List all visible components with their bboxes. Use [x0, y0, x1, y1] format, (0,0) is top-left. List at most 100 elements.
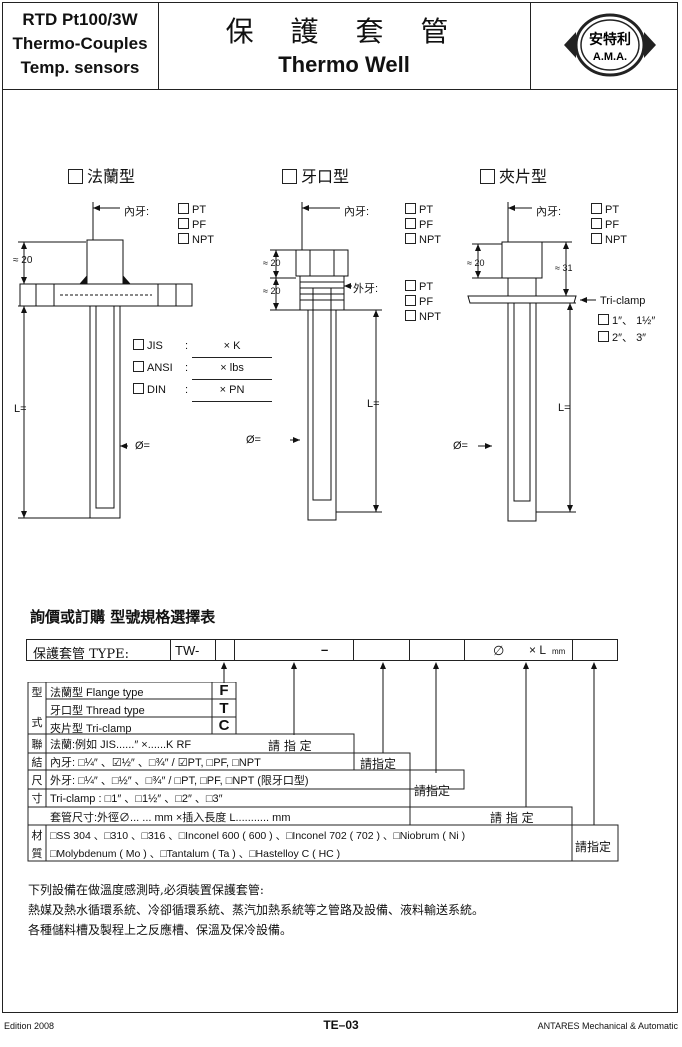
spec-table-grid — [27, 682, 619, 862]
conn-side-char-4: 寸 — [31, 792, 43, 805]
clamp-size-row-2[interactable]: 2″、 3″ — [598, 330, 655, 347]
inner-thread-option[interactable]: 內牙: □¼″ 、☑½″ 、□¾″ / ☑PT, □PF, □NPT — [50, 757, 261, 769]
flange-thread-options: PT PF NPT — [178, 203, 214, 248]
order-arrows — [221, 662, 597, 825]
type-heading-clamp: 夾片型 — [480, 163, 547, 187]
note-line-2: 熱媒及熱水循環系統、冷卻循環系統、蒸汽加熱系統等之管路及設備、液料輸送系統。 — [28, 903, 485, 917]
thread-inner-pt-option[interactable]: PT — [405, 203, 441, 218]
flange-length-label: L= — [14, 403, 27, 415]
header-divider-left — [158, 2, 159, 90]
type-prefix-cell: TW- — [170, 640, 231, 660]
thread-outer-pf-option[interactable]: PF — [405, 295, 441, 310]
logo-text-zh: 安特利 — [589, 31, 631, 47]
flange-type-option[interactable]: 法蘭型 Flange type — [50, 687, 144, 699]
material-slot[interactable] — [572, 640, 619, 660]
flange-standard-options: JIS:× K ANSI:× lbs DIN:× PN — [133, 336, 273, 402]
conn-side-char-2: 結 — [31, 756, 43, 769]
thread-inner-options: PT PF NPT — [405, 203, 441, 248]
clamp-pf-option[interactable]: PF — [591, 218, 627, 233]
type-side-label: 型 式 — [30, 684, 44, 732]
thread-inner-pf-option[interactable]: PF — [405, 218, 441, 233]
thread-type-option[interactable]: 牙口型 Thread type — [50, 705, 145, 717]
header-divider-right — [530, 2, 531, 90]
thread-length-label: L= — [367, 398, 380, 410]
flange-pf-option[interactable]: PF — [178, 218, 214, 233]
clamp-length-label: L= — [558, 402, 571, 414]
type-heading-thread: 牙口型 — [282, 163, 349, 187]
ansi-option[interactable]: ANSI:× lbs — [133, 358, 273, 380]
length-symbol: × L — [529, 643, 547, 657]
type-code-f: F — [219, 682, 229, 699]
flange-pt-option[interactable]: PT — [178, 203, 214, 218]
flange-diameter-label: Ø= — [135, 440, 150, 452]
header-line-temp: Temp. sensors — [20, 58, 140, 77]
connection-slot[interactable]: – — [234, 640, 355, 660]
clamp-approx20: ≈ 20 — [467, 258, 485, 268]
diameter-symbol: ∅ — [493, 643, 505, 658]
tri-clamp-option[interactable]: Tri-clamp : □1″ 、□1½″ 、□2″ 、□3″ — [50, 793, 223, 805]
din-option[interactable]: DIN:× PN — [133, 380, 273, 402]
thread-inner-npt-option[interactable]: NPT — [405, 233, 441, 248]
flange-connection-option[interactable]: 法蘭:例如 JIS......″ ×......K RF — [50, 739, 192, 751]
clamp-type-option[interactable]: 夾片型 Tri-clamp — [50, 723, 132, 735]
type-dash: – — [321, 642, 329, 657]
jis-option[interactable]: JIS:× K — [133, 336, 273, 358]
clamp-diameter-label: Ø= — [453, 440, 468, 452]
flange-inner-thread-label: 內牙: — [124, 206, 150, 218]
page-title-zh: 保 護 套 管 — [225, 15, 463, 48]
clamp-pt-option[interactable]: PT — [591, 203, 627, 218]
connection-options: 法蘭:例如 JIS......″ ×......K RF 內牙: □¼″ 、☑½… — [50, 736, 309, 808]
header-line-tc: Thermo-Couples — [12, 34, 148, 53]
type-side-char-2: 式 — [31, 716, 43, 729]
mm-unit: mm — [552, 647, 566, 656]
usage-notes: 下列設備在做溫度感測時,必須裝置保護套管: 熱媒及熱水循環系統、冷卻循環系統、蒸… — [28, 880, 484, 940]
thread-outer-options: PT PF NPT — [405, 280, 441, 325]
thread-diameter-label: Ø= — [246, 434, 261, 446]
specify-size: 請 指 定 — [490, 811, 534, 825]
size-slot-1[interactable] — [353, 640, 410, 660]
connection-side-label: 聯 結 尺 寸 — [30, 736, 44, 808]
header-divider — [2, 89, 678, 90]
logo-text-en: A.M.A. — [593, 51, 627, 63]
type-code-t: T — [219, 699, 229, 717]
type-side-char-1: 型 — [31, 686, 43, 699]
header-sensor-types: RTD Pt100/3W Thermo-Couples Temp. sensor… — [2, 8, 158, 80]
conn-side-char-1: 聯 — [31, 738, 43, 751]
type-codes: F T C — [212, 682, 236, 735]
material-side-label: 材 質 — [30, 827, 44, 863]
type-code-label: 保護套管 TYPE: — [33, 647, 130, 662]
flange-npt-option[interactable]: NPT — [178, 233, 214, 248]
clamp-size-row-1[interactable]: 1″、 1½″ — [598, 313, 655, 330]
type-code-row: 保護套管 TYPE: TW- – ∅ × L mm — [26, 639, 619, 662]
thread-outer-thread-label: 外牙: — [353, 283, 379, 295]
mat-side-char-1: 材 — [31, 829, 43, 842]
clamp-npt-option[interactable]: NPT — [591, 233, 627, 248]
size-row[interactable]: 套管尺寸:外徑∅... ... mm ×插入長度 L........... mm — [50, 812, 291, 824]
flange-approx20: ≈ 20 — [13, 255, 33, 266]
clamp-inner-thread-label: 內牙: — [536, 206, 562, 218]
material-option-row-1[interactable]: □SS 304 、□310 、□316 、□Inconel 600 ( 600 … — [50, 830, 466, 842]
page-title-en: Thermo Well — [278, 52, 410, 77]
clamp-inner-options: PT PF NPT — [591, 203, 627, 248]
material-option-row-2[interactable]: □Molybdenum ( Mo ) 、□Tantalum ( Ta ) 、□H… — [50, 848, 341, 860]
footer-company: ANTARES Mechanical & Automatic — [537, 1021, 678, 1031]
footer-edition: Edition 2008 — [4, 1021, 55, 1031]
size-slot-2[interactable] — [409, 640, 466, 660]
page-frame — [2, 2, 678, 1013]
specify-material: 請指定 — [575, 840, 612, 854]
thread-inner-thread-label: 內牙: — [344, 206, 370, 218]
specify-outer-clamp: 請指定 — [414, 784, 451, 798]
specify-inner: 請指定 — [360, 757, 397, 771]
type-options: 法蘭型 Flange type 牙口型 Thread type 夾片型 Tri-… — [50, 684, 145, 738]
thread-outer-npt-option[interactable]: NPT — [405, 310, 441, 325]
conn-side-char-3: 尺 — [31, 774, 43, 787]
footer-page-number: TE–03 — [323, 1018, 359, 1032]
type-code-c: C — [218, 717, 230, 734]
outer-thread-option[interactable]: 外牙: □¼″ 、□½″ 、□¾″ / □PT, □PF, □NPT (限牙口型… — [50, 775, 309, 787]
note-line-3: 各種儲料槽及製程上之反應槽、保溫及保冷設備。 — [28, 923, 293, 937]
dimension-slot[interactable]: ∅ × L mm — [464, 640, 573, 660]
thread-outer-pt-option[interactable]: PT — [405, 280, 441, 295]
material-options: □SS 304 、□310 、□316 、□Inconel 600 ( 600 … — [50, 827, 465, 863]
type-code-slot[interactable] — [215, 640, 236, 660]
header-line-rtd: RTD Pt100/3W — [22, 10, 138, 29]
